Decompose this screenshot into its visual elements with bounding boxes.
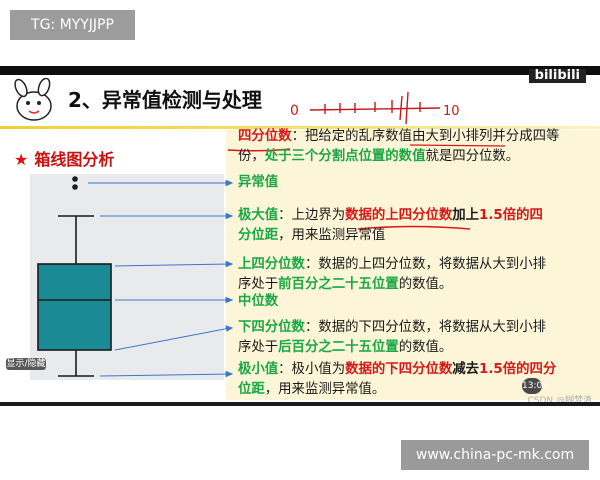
star-icon: ★: [14, 150, 29, 169]
min-line-2: 位距，用来监测异常值。: [238, 380, 593, 400]
handwritten-number-line: 0 10: [290, 91, 460, 125]
min-text: 减去: [452, 362, 480, 377]
lower-quartile-text: 序处于: [238, 340, 279, 355]
mascot-icon: [14, 78, 52, 121]
upper-quartile-line-2: 序处于前百分之二十五位置的数值。: [238, 275, 593, 295]
slide-bottom-bar: [0, 402, 600, 406]
iqr-box: [37, 263, 112, 351]
definition-text: 份，: [238, 149, 265, 164]
outlier-label: 异常值: [238, 173, 593, 193]
upper-quartile-text: 的数值。: [398, 277, 453, 292]
min-highlight: 数据的下四分位数: [345, 362, 453, 377]
max-line-1: 极大值：上边界为数据的上四分位数加上1.5倍的四: [238, 206, 593, 226]
slide-title: 2、异常值检测与处理: [68, 88, 262, 112]
max-text: 加上: [452, 208, 480, 223]
site-watermark: www.china-pc-mk.com: [401, 440, 589, 470]
min-line-1: 极小值：极小值为数据的下四分位数减去1.5倍的四分: [238, 360, 593, 380]
lower-quartile-term: 下四分位数: [238, 320, 305, 335]
lower-quartile-line-1: 下四分位数：数据的下四分位数，将数据从大到小排: [238, 318, 593, 338]
csdn-credit: CSDN @糊梦清: [527, 396, 592, 406]
lower-quartile-text: 的数值。: [398, 340, 453, 355]
title-underline: [0, 126, 600, 129]
slide-top-bar: [0, 66, 600, 75]
upper-quartile-term: 上四分位数: [238, 257, 305, 272]
bilibili-logo: bilibili: [528, 69, 586, 83]
definition-line-2: 份，处于三个分割点位置的数值就是四分位数。: [238, 147, 593, 167]
handwritten-underline: [227, 148, 291, 152]
upper-quartile-text: ：数据的上四分位数，将数据从大到小排: [304, 257, 546, 272]
overlay-toggle-button[interactable]: 显示/隐藏: [6, 358, 46, 370]
handwritten-underline: [409, 144, 506, 147]
section-heading-text: 箱线图分析: [34, 150, 115, 169]
quartile-term: 四分位数: [238, 129, 292, 144]
channel-tag: TG: MYYJJPP: [10, 10, 135, 40]
outlier-point: [72, 176, 78, 182]
section-heading: ★ 箱线图分析: [14, 146, 114, 170]
median-label: 中位数: [238, 292, 593, 312]
definition-highlight: 处于三个分割点位置的数值: [264, 149, 426, 164]
min-highlight: 1.5倍的四分: [479, 362, 557, 377]
outlier-point: [72, 184, 78, 190]
median-label-text: 中位数: [238, 294, 279, 309]
max-text: ，用来监测异常值: [278, 228, 386, 243]
sketch-label-0: 0: [290, 103, 299, 119]
min-arrow: [99, 373, 231, 377]
upper-quartile-arrow: [114, 263, 231, 267]
boxplot-figure: [37, 144, 506, 378]
lower-quartile-text: ：数据的下四分位数，将数据从大到小排: [304, 320, 546, 335]
max-text: ：上边界为: [278, 208, 346, 223]
min-highlight: 位距: [238, 382, 265, 397]
min-text: ：极小值为: [278, 362, 346, 377]
lower-quartile-highlight: 后百分之二十五位置: [278, 340, 399, 355]
upper-quartile-text: 序处于: [238, 277, 279, 292]
definition-text: 就是四分位数。: [425, 149, 520, 164]
max-term: 极大值: [238, 208, 279, 223]
lecture-slide: 2、异常值检测与处理 bilibili 0 10 ★ 箱线图分析: [0, 66, 600, 406]
description-panel: [226, 130, 600, 400]
max-line-2: 分位距，用来监测异常值: [238, 226, 593, 246]
min-term: 极小值: [238, 362, 279, 377]
upper-quartile-highlight: 前百分之二十五位置: [278, 277, 399, 292]
max-highlight: 数据的上四分位数: [345, 208, 453, 223]
definition-line-1: 四分位数：把给定的乱序数值由大到小排列并分成四等: [238, 127, 593, 147]
lower-quartile-line-2: 序处于后百分之二十五位置的数值。: [238, 338, 593, 358]
max-highlight: 1.5倍的四: [479, 208, 543, 223]
handwritten-underline: [357, 225, 471, 230]
max-highlight: 分位距: [238, 228, 279, 243]
upper-quartile-line-1: 上四分位数：数据的上四分位数，将数据从大到小排: [238, 255, 593, 275]
lower-quartile-arrow: [114, 327, 231, 351]
outlier-label-text: 异常值: [238, 175, 279, 190]
sketch-label-10: 10: [443, 104, 460, 119]
min-text: ，用来监测异常值。: [264, 382, 386, 397]
definition-text: ：把给定的乱序数值由大到小排列并分成四等: [291, 129, 560, 144]
time-badge: 13:06: [522, 378, 548, 394]
